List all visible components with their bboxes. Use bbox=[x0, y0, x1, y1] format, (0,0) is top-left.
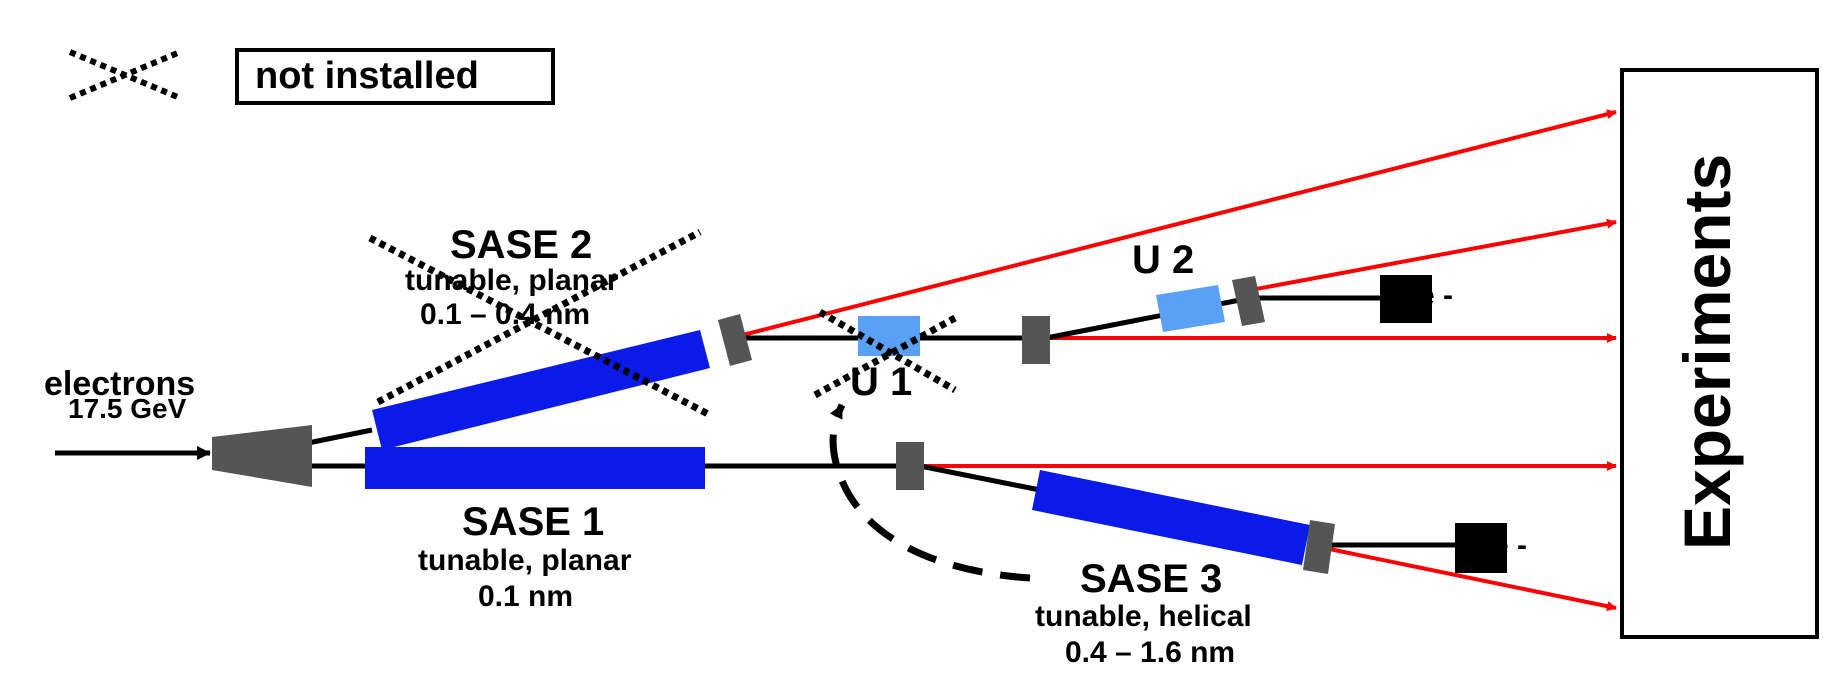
magnets bbox=[718, 276, 1335, 574]
electrons-title: electrons bbox=[44, 365, 195, 403]
sase1-label: SASE 1 tunable, planar 0.1 nm bbox=[418, 500, 632, 613]
sase1-name: SASE 1 bbox=[462, 500, 604, 544]
beam-splitter bbox=[212, 425, 312, 487]
magnet-u2-exit bbox=[1232, 276, 1265, 326]
legend: not installed bbox=[68, 48, 555, 105]
dump-upper-label: e - bbox=[1418, 279, 1453, 312]
sase2-wavelength: 0.1 – 0.4 nm bbox=[420, 298, 590, 331]
experiments-box: Experiments bbox=[1620, 68, 1819, 639]
u1-not-installed-cross-icon bbox=[813, 308, 957, 399]
u2-label: U 2 bbox=[1132, 238, 1194, 282]
dump-upper bbox=[1380, 275, 1432, 323]
sase2-name: SASE 2 bbox=[450, 223, 592, 267]
sase1-type: tunable, planar bbox=[418, 544, 632, 577]
electron-beams bbox=[55, 295, 1460, 548]
photon-beams bbox=[734, 109, 1617, 612]
sase3-undulator bbox=[1032, 470, 1310, 565]
magnet-sase3-exit bbox=[1303, 520, 1335, 574]
sase3-wavelength: 0.4 – 1.6 nm bbox=[1065, 636, 1235, 669]
switching-path-arrow bbox=[829, 403, 1031, 582]
sase1-undulator bbox=[365, 447, 705, 489]
sase2-not-installed-cross-icon bbox=[368, 228, 712, 419]
sase2-type: tunable, planar bbox=[405, 264, 619, 297]
sase3-type: tunable, helical bbox=[1035, 600, 1252, 633]
sase3-name: SASE 3 bbox=[1080, 557, 1222, 601]
photon-beam-u2 bbox=[1239, 218, 1617, 294]
photon-beam-sase2 bbox=[734, 109, 1617, 339]
u2-undulator bbox=[1156, 285, 1225, 332]
electron-beam-upper-start bbox=[307, 427, 373, 446]
magnet-sase1-exit bbox=[896, 442, 924, 490]
sase2-undulator bbox=[372, 330, 710, 450]
legend-label: not installed bbox=[255, 55, 479, 97]
legend-box bbox=[235, 48, 555, 105]
photon-beam-sase3 bbox=[1309, 543, 1617, 612]
magnet-sase2-exit bbox=[718, 314, 752, 366]
sase2-label: SASE 2 tunable, planar 0.1 – 0.4 nm bbox=[405, 223, 619, 331]
dump-lower bbox=[1455, 523, 1507, 573]
electrons-energy: 17.5 GeV bbox=[68, 393, 187, 424]
u1-label: U 1 bbox=[850, 360, 912, 404]
not-installed-cross-icon bbox=[68, 49, 182, 101]
not-installed-marks bbox=[368, 228, 957, 419]
experiments-label: Experiments bbox=[1670, 154, 1744, 550]
magnet-u1-exit bbox=[1022, 316, 1050, 364]
electron-beam-to-sase3 bbox=[919, 463, 1041, 493]
sase1-wavelength: 0.1 nm bbox=[478, 580, 573, 613]
sase3-label: SASE 3 tunable, helical 0.4 – 1.6 nm bbox=[1035, 557, 1252, 669]
beam-dumps: e - e - bbox=[1380, 275, 1527, 573]
undulators bbox=[365, 285, 1310, 565]
dump-lower-label: e - bbox=[1492, 529, 1527, 562]
